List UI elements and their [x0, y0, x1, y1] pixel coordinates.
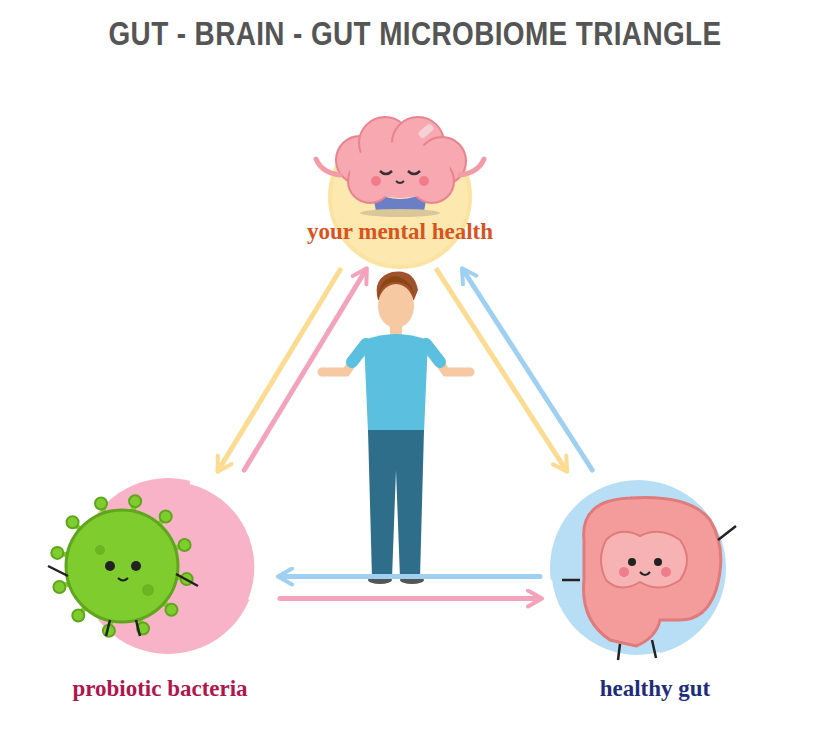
- bacteria-circle-art: [40, 470, 280, 705]
- brain-circle: your mental health: [300, 115, 500, 270]
- node-label: your mental health: [300, 219, 500, 245]
- arrow-connector: [219, 270, 341, 470]
- gut-circle: healthy gut: [540, 470, 770, 705]
- arrow-connector: [244, 270, 366, 470]
- arrow-connector: [280, 574, 540, 579]
- arrow-connector: [437, 270, 566, 470]
- bacteria-circle: probiotic bacteria: [40, 470, 280, 705]
- brain-circle-art: [300, 115, 500, 270]
- diagram-title: GUT - BRAIN - GUT MICROBIOME TRIANGLE: [75, 14, 756, 53]
- node-label: probiotic bacteria: [40, 676, 280, 702]
- gut-circle-art: [540, 470, 770, 705]
- node-label: healthy gut: [540, 676, 770, 702]
- arrow-connector: [463, 270, 592, 470]
- arrow-connector: [280, 596, 540, 601]
